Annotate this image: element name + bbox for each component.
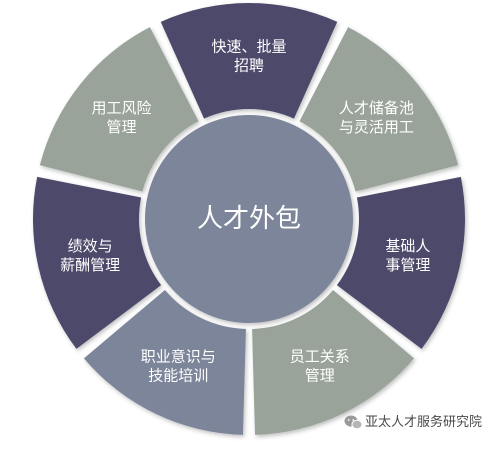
ring-segment-label-line: 管理 <box>107 118 137 136</box>
ring-segment-label-line: 招聘 <box>234 57 264 75</box>
center-hub: 人才外包 <box>145 115 353 323</box>
watermark: 亚太人才服务研究院 <box>344 414 482 430</box>
ring-segment-label-line: 用工风险 <box>92 99 152 117</box>
ring-segment-label: 基础人事管理 <box>385 237 430 274</box>
center-circle <box>145 115 353 323</box>
watermark-text: 亚太人才服务研究院 <box>365 414 482 430</box>
ring-segment-label: 人才储备池与灵活用工 <box>339 99 414 136</box>
ring-segment: 基础人事管理 <box>336 176 465 349</box>
ring-segment-shape <box>33 176 162 349</box>
ring-segment-label-line: 与灵活用工 <box>339 118 414 136</box>
ring-segment-label-line: 事管理 <box>385 256 430 274</box>
ring-segment-label-line: 薪酬管理 <box>60 256 120 274</box>
ring-segment-shape <box>39 27 199 192</box>
ring-segment-label: 用工风险管理 <box>92 99 152 136</box>
ring-segment: 快速、批量招聘 <box>160 2 338 119</box>
ring-segment-label: 快速、批量招聘 <box>211 38 286 75</box>
ring-segment-label-line: 绩效与 <box>68 237 113 255</box>
ring-segment: 员工关系管理 <box>252 289 415 435</box>
ring-segment: 用工风险管理 <box>39 27 199 192</box>
ring-segment-shape <box>252 289 415 435</box>
ring-segment: 人才储备池与灵活用工 <box>299 27 459 192</box>
ring-segment: 绩效与薪酬管理 <box>33 176 162 349</box>
center-label: 人才外包 <box>197 204 301 234</box>
wechat-icon <box>344 415 363 430</box>
ring-segment-label: 员工关系管理 <box>290 347 350 384</box>
ring-segment: 职业意识与技能培训 <box>83 289 246 435</box>
ring-segment-label-line: 职业意识与 <box>141 347 216 365</box>
outer-ring: 快速、批量招聘人才储备池与灵活用工基础人事管理员工关系管理职业意识与技能培训绩效… <box>33 2 465 435</box>
ring-segment-label-line: 管理 <box>305 366 335 384</box>
ring-segment-label-line: 技能培训 <box>148 366 208 384</box>
ring-segment-label-line: 员工关系 <box>290 347 350 365</box>
ring-segment-label: 绩效与薪酬管理 <box>60 237 120 274</box>
ring-segment-label-line: 快速、批量 <box>211 38 286 56</box>
ring-segment-shape <box>83 289 246 435</box>
ring-segment-shape <box>299 27 459 192</box>
ring-segment-label-line: 基础人 <box>385 237 430 255</box>
ring-segment-shape <box>160 2 338 119</box>
ring-segment-label-line: 人才储备池 <box>339 99 414 117</box>
ring-segment-shape <box>336 176 465 349</box>
ring-segment-label: 职业意识与技能培训 <box>141 347 216 384</box>
